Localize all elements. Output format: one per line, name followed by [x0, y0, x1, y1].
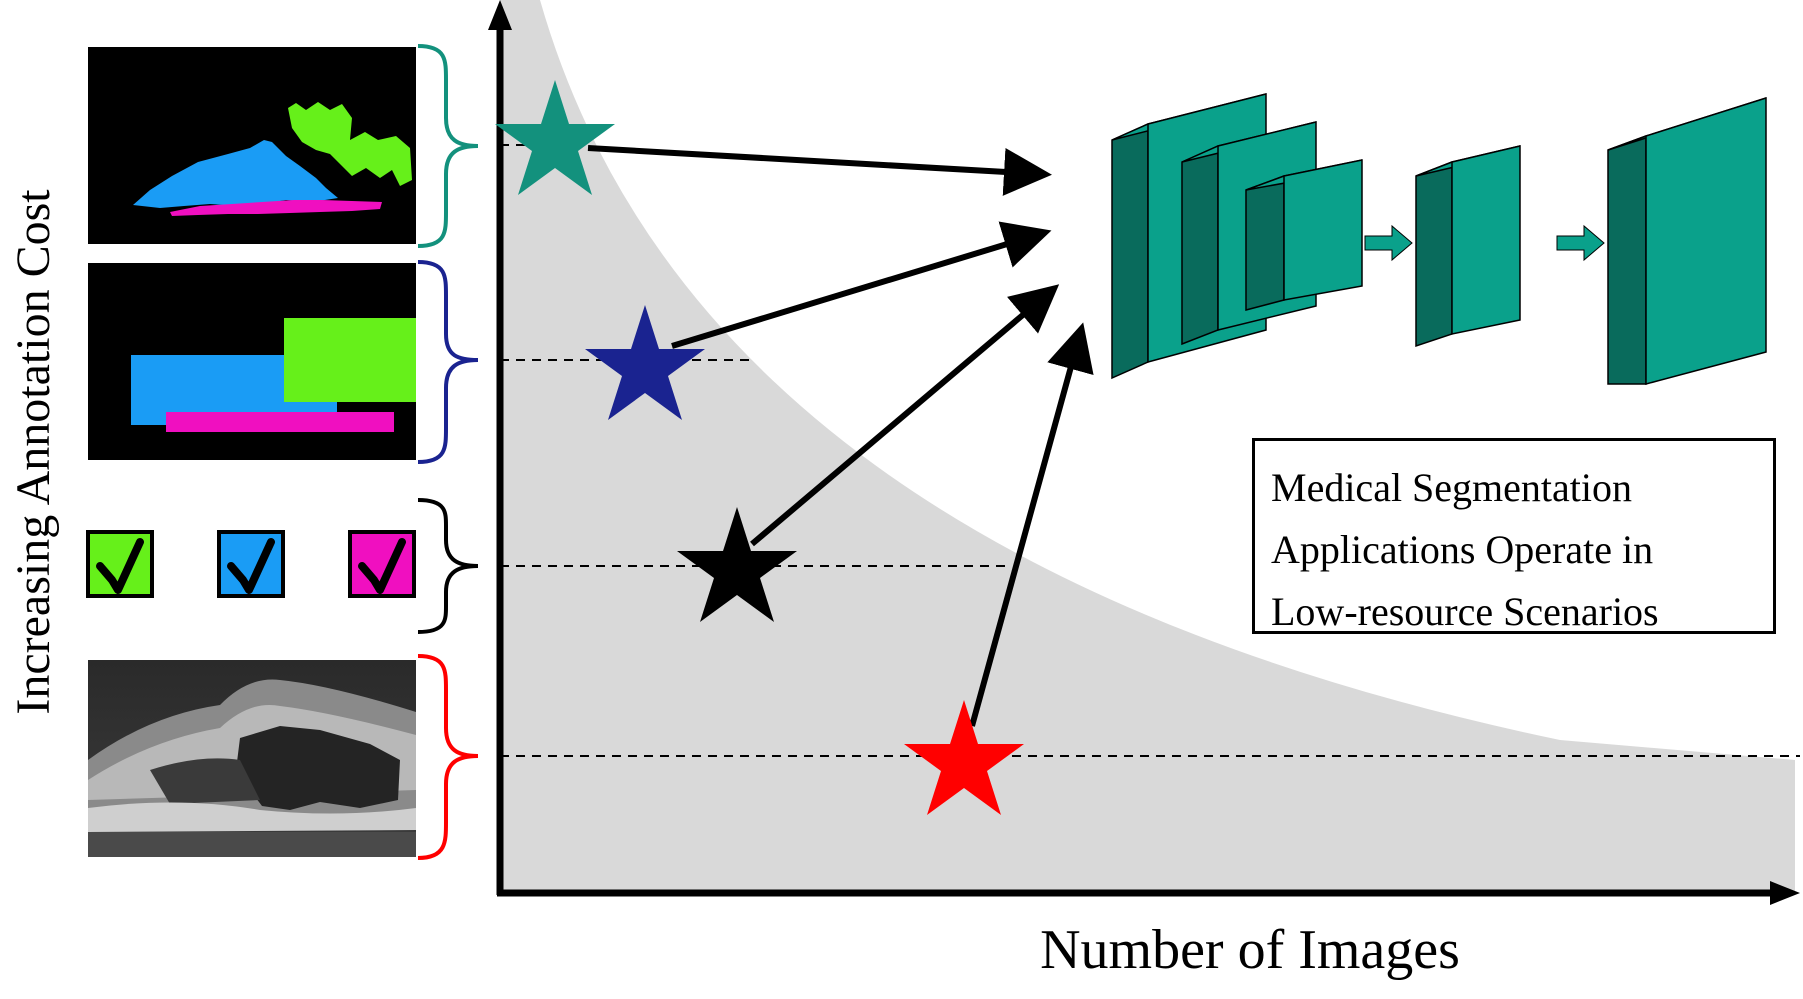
bounding-box-thumbnail [88, 263, 416, 460]
segmentation-network [1111, 93, 1767, 385]
mask-blue [133, 140, 338, 208]
checkbox-green-icon [86, 530, 154, 598]
checkbox-magenta-icon [348, 530, 416, 598]
x-axis-label: Number of Images [1040, 919, 1460, 981]
box-magenta [166, 412, 394, 432]
callout-line-3: Low-resource Scenarios [1271, 589, 1659, 634]
checkbox-blue-icon [217, 530, 285, 598]
star-to-network-arrows [587, 145, 1094, 727]
brace-boxes [417, 260, 479, 464]
teal-arrow-icon [1556, 224, 1605, 262]
callout-box: Medical Segmentation Applications Operat… [1252, 438, 1776, 634]
mask-green [288, 102, 412, 186]
brace-dense [417, 44, 479, 248]
arrow-labels [750, 284, 1060, 547]
arrow-boxes [671, 221, 1052, 349]
brace-unlabeled [417, 654, 479, 860]
decoder-block-1 [1415, 145, 1521, 348]
mask-magenta [170, 200, 382, 216]
callout-line-1: Medical Segmentation [1271, 465, 1633, 510]
x-axis-arrowhead [1770, 881, 1800, 905]
teal-arrow-icon [1364, 224, 1413, 262]
box-green [284, 318, 416, 402]
y-axis-arrowhead [488, 0, 512, 30]
oct-fluid-dark [236, 726, 400, 810]
y-axis-label: Increasing Annotation Cost [7, 189, 60, 715]
star-labels-icon [677, 507, 797, 622]
decoder-block-2 [1607, 96, 1767, 385]
arrow-unlabeled [969, 322, 1094, 727]
cost-curve-area [500, 0, 1795, 895]
star-unlabeled-icon [904, 700, 1024, 815]
arrow-dense [587, 145, 1052, 196]
star-dense-icon [495, 80, 615, 195]
dense-mask-thumbnail [88, 47, 416, 244]
encoder-block-3 [1245, 159, 1363, 311]
callout-line-2: Applications Operate in [1271, 527, 1654, 572]
star-boxes-icon [585, 305, 705, 420]
oct-scan-thumbnail [88, 660, 416, 857]
brace-labels [417, 498, 479, 634]
